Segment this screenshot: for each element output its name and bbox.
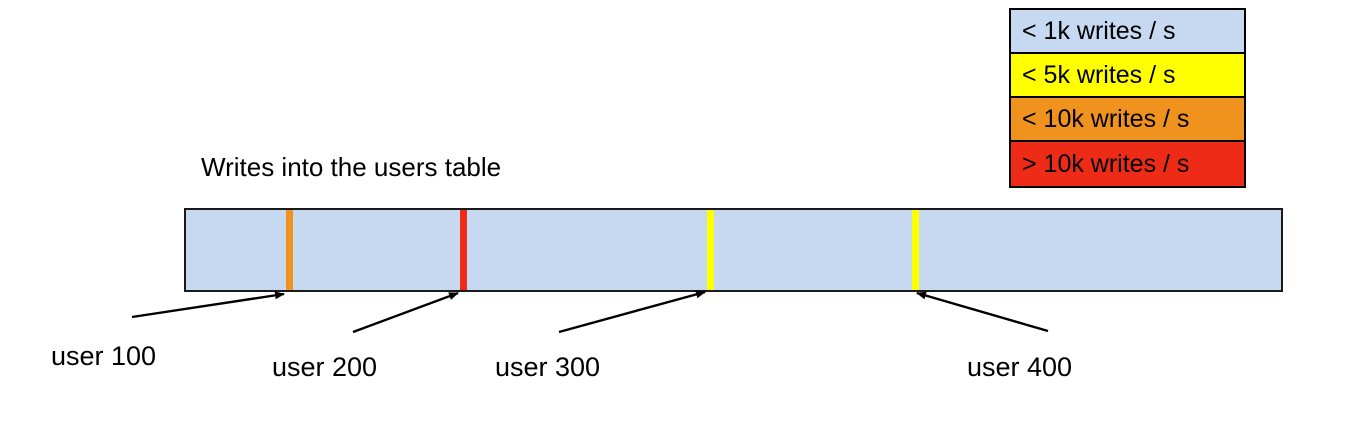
boundary-stripe-user-100 <box>286 210 293 290</box>
arrow-user-300 <box>558 290 706 334</box>
legend-item-lt-5k: < 5k writes / s <box>1011 54 1244 98</box>
boundary-stripe-user-400 <box>912 210 919 290</box>
legend-item-lt-1k: < 1k writes / s <box>1011 10 1244 54</box>
arrow-user-100 <box>131 291 285 319</box>
callout-label-user-300: user 300 <box>495 352 601 382</box>
callout-label-user-100: user 100 <box>51 341 157 371</box>
arrow-user-400 <box>916 291 1049 333</box>
boundary-stripe-user-200 <box>460 210 467 290</box>
legend-item-label: < 10k writes / s <box>1022 104 1190 133</box>
legend-item-gt-10k: > 10k writes / s <box>1011 142 1244 186</box>
legend-item-label: < 5k writes / s <box>1022 60 1176 89</box>
legend: < 1k writes / s < 5k writes / s < 10k wr… <box>1009 8 1246 188</box>
boundary-stripe-user-300 <box>707 210 714 290</box>
arrow-user-200 <box>352 291 459 334</box>
legend-item-lt-10k: < 10k writes / s <box>1011 98 1244 142</box>
legend-item-label: > 10k writes / s <box>1022 149 1190 178</box>
users-table-shard-bar <box>184 208 1283 292</box>
callout-label-user-200: user 200 <box>272 352 378 382</box>
legend-item-label: < 1k writes / s <box>1022 16 1176 45</box>
callout-label-user-400: user 400 <box>967 352 1073 382</box>
diagram-title: Writes into the users table <box>201 152 502 182</box>
